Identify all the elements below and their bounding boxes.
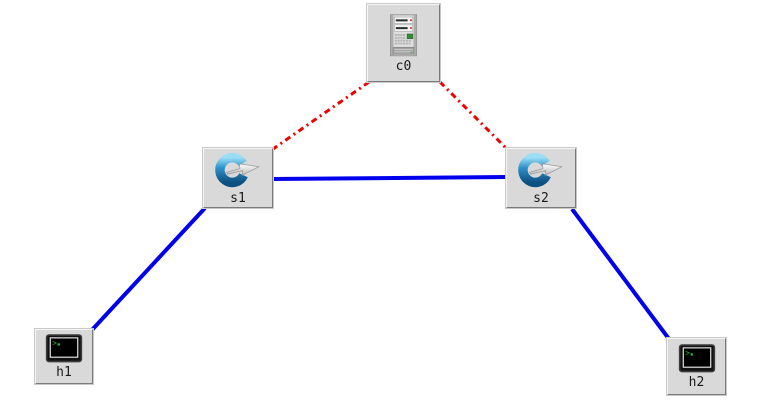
node-host-h1[interactable]: > h1 <box>35 329 93 384</box>
node-host-h2[interactable]: > h2 <box>667 338 726 395</box>
node-switch-s1[interactable]: s1 <box>203 148 273 208</box>
node-label: s2 <box>533 191 549 206</box>
node-switch-s2[interactable]: s2 <box>506 148 576 208</box>
link-s1-s2-data[interactable] <box>271 175 508 181</box>
node-label: h2 <box>688 375 705 390</box>
node-label: c0 <box>395 58 412 74</box>
link-c0-s1-control[interactable] <box>272 80 370 151</box>
server-icon <box>389 13 418 56</box>
node-label: s1 <box>230 191 246 206</box>
svg-text:>: > <box>52 339 57 348</box>
terminal-icon: > <box>45 334 83 363</box>
terminal-icon: > <box>678 344 715 373</box>
link-s1-h1-data[interactable] <box>89 206 207 333</box>
openvswitch-icon <box>215 152 260 188</box>
link-s2-h2-data[interactable] <box>570 207 671 341</box>
node-controller-c0[interactable]: c0 <box>367 4 440 82</box>
link-c0-s2-control[interactable] <box>438 80 509 151</box>
openvswitch-icon <box>518 152 563 188</box>
svg-text:>: > <box>685 349 690 358</box>
node-label: h1 <box>56 365 72 380</box>
